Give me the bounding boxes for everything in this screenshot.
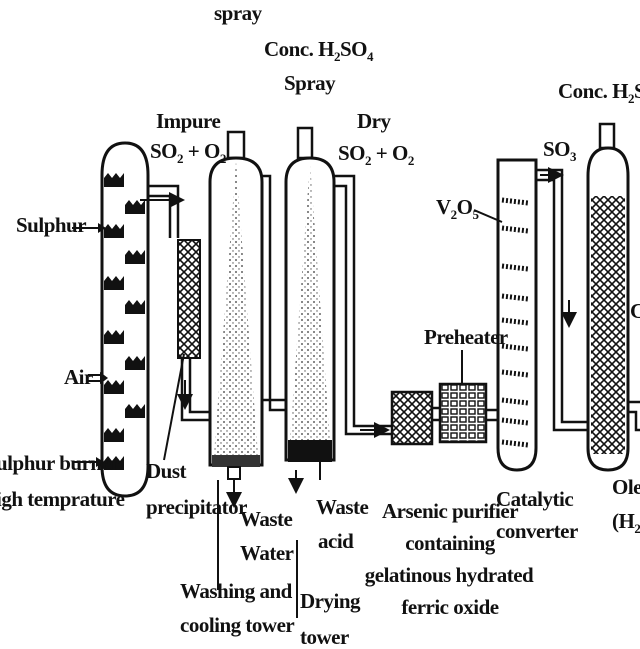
waste-water-label-1: Waste: [240, 507, 293, 531]
high-temp-label: igh temprature: [0, 487, 125, 511]
dry-gas-label: SO2 + O2: [338, 141, 414, 169]
arsenic-label-1: Arsenic purifier: [381, 499, 519, 523]
air-label: Air: [64, 365, 93, 389]
oleum-label-2: (H2: [612, 509, 640, 537]
v2o5-label: V2O5: [436, 195, 479, 223]
pipe-dryer-to-purifier: [334, 174, 392, 438]
arsenic-label-4: ferric oxide: [401, 595, 499, 619]
conc-h2so4-label: Conc. H2SO4: [264, 37, 374, 65]
washing-label-2: cooling tower: [180, 613, 295, 637]
dust-pointer: [163, 354, 185, 461]
absorption-tower: [586, 122, 640, 472]
preheater: [438, 382, 488, 444]
arsenic-label-2: containing: [405, 531, 495, 555]
washing-cooling-tower: [208, 130, 264, 590]
preheater-label: Preheater: [424, 325, 508, 349]
so3-label: SO3: [543, 137, 577, 165]
air-arrow: [88, 372, 108, 384]
impure-gas-label: SO2 + O2: [150, 139, 226, 167]
catalytic-label-2: converter: [496, 519, 578, 543]
catalytic-converter: [496, 158, 538, 472]
right-c-label: C: [630, 299, 640, 323]
dust-precipitator: [177, 239, 212, 422]
waste-acid-label-1: Waste: [316, 495, 369, 519]
burner-arrow: [74, 457, 104, 467]
pipe-converter-to-absorber: [536, 167, 588, 432]
precipitator-label: precipitator: [146, 495, 247, 519]
pipe-burner-outlet: [140, 184, 185, 238]
preheater-pointer: [461, 350, 463, 384]
spray-label: Spray: [284, 71, 336, 95]
sulphur-burner: [100, 141, 150, 498]
waste-acid-label-2: acid: [318, 529, 354, 553]
sulphur-arrow: [72, 223, 106, 233]
spray-top-label: spray: [214, 1, 262, 25]
catalytic-label-1: Catalytic: [496, 487, 574, 511]
washing-label-1: Washing and: [180, 579, 292, 603]
arsenic-label-3: gelatinous hydrated: [364, 563, 534, 587]
drying-label-2: tower: [300, 625, 349, 649]
oleum-label-1: Ole: [612, 475, 640, 499]
conc-right-label: Conc. H2SO: [558, 79, 640, 107]
pipe-preheater-to-converter: [486, 408, 498, 422]
drying-label-1: Drying: [300, 589, 361, 613]
drying-tower: [284, 126, 336, 618]
impure-label: Impure: [156, 109, 221, 133]
arsenic-purifier: [390, 390, 434, 446]
dust-label: Dust: [146, 459, 187, 483]
waste-water-label-2: Water: [240, 541, 294, 565]
v2o5-pointer: [474, 209, 503, 223]
sulphur-label: Sulphur: [16, 213, 87, 237]
sulphur-burner-label: ulphur burner: [0, 451, 120, 475]
pipe-purifier-to-preheater: [432, 406, 440, 422]
dry-label: Dry: [357, 109, 391, 133]
pipe-washer-to-dryer: [260, 174, 286, 412]
